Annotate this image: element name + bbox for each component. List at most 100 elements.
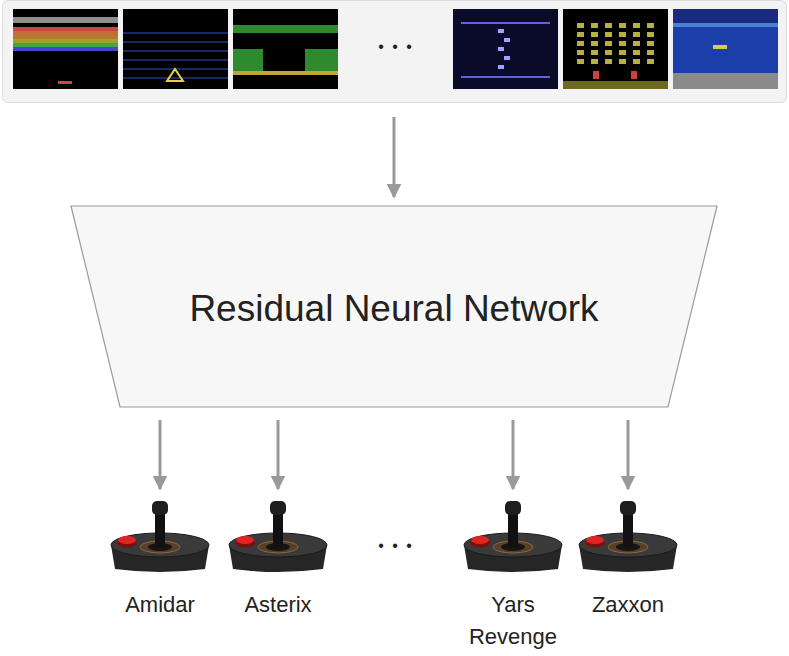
joystick-knob: [505, 501, 521, 515]
game-controller: Yars Revenge: [458, 497, 568, 653]
flow-arrow: [159, 420, 162, 489]
game-screenshot: [233, 9, 338, 89]
joystick-icon: [573, 497, 683, 577]
screen-invader: [605, 41, 612, 46]
flow-arrow: [393, 117, 396, 197]
screen-sub: [713, 45, 727, 49]
game-screenshot: [123, 9, 228, 89]
game-screenshot: [673, 9, 778, 89]
game-screenshot: [13, 9, 118, 89]
trapezoid-shape: [71, 206, 717, 407]
screen-ground: [123, 9, 228, 89]
screen-ground: [13, 9, 118, 89]
screen-invader: [647, 41, 654, 46]
screen-cannon: [631, 71, 637, 79]
screen-invader: [619, 23, 626, 28]
screen-invader: [577, 32, 584, 37]
screen-line: [123, 60, 228, 61]
joystick-knob: [270, 501, 286, 515]
screen-invader: [605, 59, 612, 64]
fire-button: [236, 536, 254, 544]
screen-ground: [453, 9, 558, 89]
screen-invader: [591, 59, 598, 64]
screen-invader: [591, 23, 598, 28]
screen-block: [233, 25, 338, 33]
screen-bricks: [13, 35, 118, 39]
network-label: Residual Neural Network: [189, 288, 598, 330]
screen-sky: [673, 9, 778, 23]
game-screenshot: [563, 9, 668, 89]
game-name: Amidar: [105, 589, 215, 621]
screen-floor: [233, 71, 338, 75]
fire-button: [118, 536, 136, 544]
screen-invader: [633, 50, 640, 55]
screen-invader: [633, 32, 640, 37]
screen-wall: [13, 17, 118, 23]
screen-block: [233, 49, 263, 71]
screen-sprite: [498, 47, 504, 51]
flow-arrow: [277, 420, 280, 489]
screen-ship: [167, 69, 183, 81]
screen-seabed: [673, 73, 778, 89]
screen-line: [123, 51, 228, 52]
screen-invader: [577, 50, 584, 55]
screen-line: [461, 76, 550, 78]
game-screenshot: [453, 9, 558, 89]
screen-invader: [605, 50, 612, 55]
screen-invader: [647, 59, 654, 64]
joystick-icon: [223, 497, 333, 577]
screen-block: [305, 49, 338, 71]
screen-bricks: [13, 31, 118, 35]
joystick-icon: [105, 497, 215, 577]
screen-invader: [619, 59, 626, 64]
ellipsis-dots: • • •: [378, 38, 414, 56]
screen-invader: [633, 23, 640, 28]
screen-bricks: [13, 27, 118, 31]
game-controller: Asterix: [223, 497, 333, 621]
screen-ground: [673, 9, 778, 89]
screen-invader: [591, 41, 598, 46]
ellipsis-dots: • • •: [378, 537, 414, 555]
screen-surface: [673, 23, 778, 27]
screen-invader: [633, 59, 640, 64]
screen-line: [123, 78, 228, 79]
input-frames-panel: • • •: [2, 0, 787, 103]
screen-invader: [577, 59, 584, 64]
flow-arrow: [512, 420, 515, 489]
screen-invader: [633, 41, 640, 46]
screen-invader: [591, 50, 598, 55]
screen-paddle: [58, 81, 72, 84]
screen-invader: [647, 32, 654, 37]
joystick-knob: [620, 501, 636, 515]
game-controller: Zaxxon: [573, 497, 683, 621]
screen-invader: [605, 32, 612, 37]
game-name: Yars Revenge: [458, 589, 568, 653]
fire-button: [586, 536, 604, 544]
screen-ground: [233, 9, 338, 89]
screen-bricks: [13, 47, 118, 51]
screen-invader: [619, 50, 626, 55]
joystick-icon: [458, 497, 568, 577]
game-name: Zaxxon: [573, 589, 683, 621]
screen-invader: [577, 41, 584, 46]
game-controller: Amidar: [105, 497, 215, 621]
screen-invader: [619, 41, 626, 46]
screen-cannon: [593, 71, 599, 79]
screen-invader: [647, 23, 654, 28]
screen-invader: [591, 32, 598, 37]
game-name: Asterix: [223, 589, 333, 621]
screen-sprite: [498, 65, 504, 69]
screen-line: [123, 42, 228, 43]
screen-ground-strip: [563, 81, 668, 89]
screen-ground: [563, 9, 668, 89]
screen-invader: [647, 50, 654, 55]
screen-invader: [577, 23, 584, 28]
fire-button: [471, 536, 489, 544]
screen-invader: [619, 32, 626, 37]
joystick-knob: [152, 501, 168, 515]
screen-line: [123, 33, 228, 34]
screen-bricks: [13, 39, 118, 43]
network-trapezoid: Residual Neural Network: [70, 205, 718, 408]
screen-invader: [605, 23, 612, 28]
screen-sprite: [504, 56, 510, 60]
